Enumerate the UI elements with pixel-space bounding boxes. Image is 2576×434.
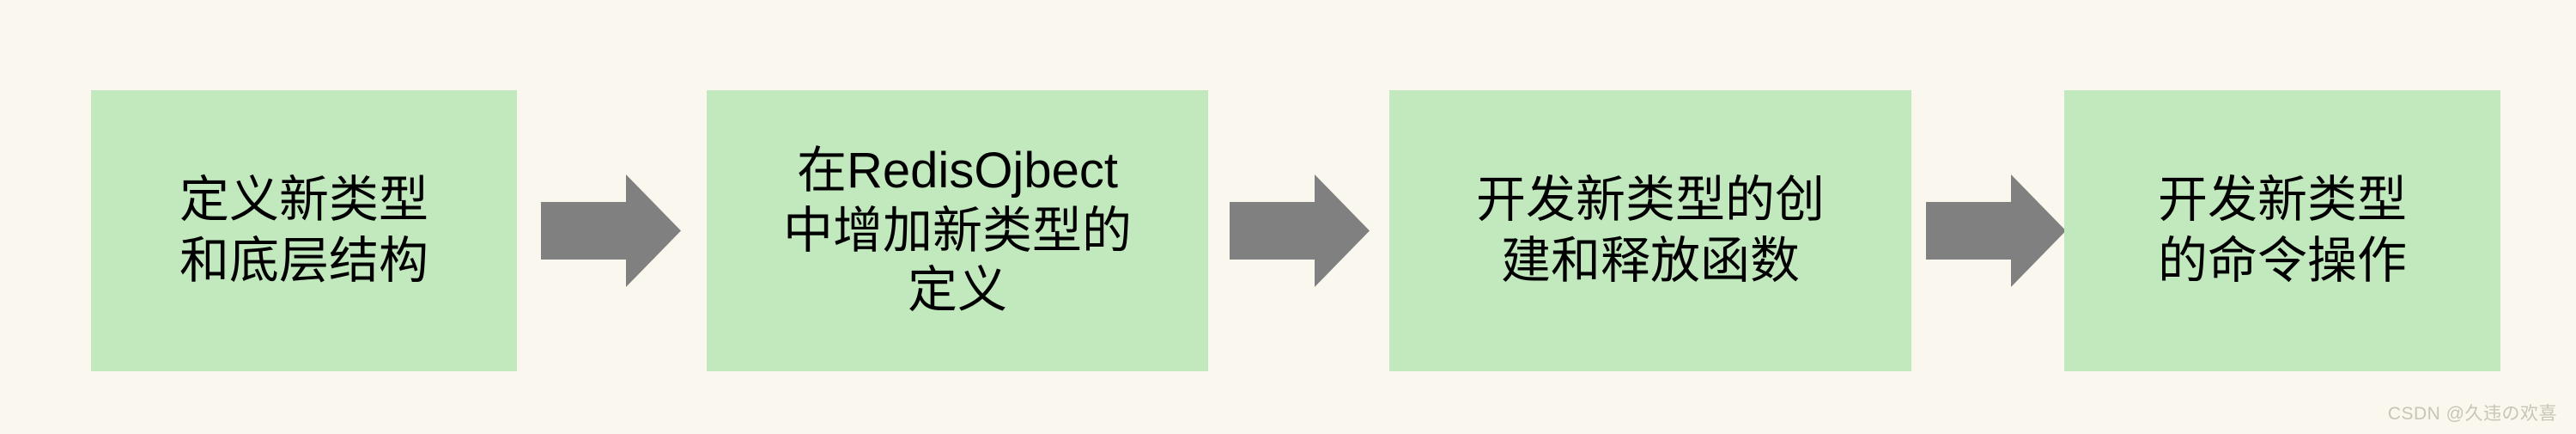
process-step-2[interactable]: 在RedisOjbect 中增加新类型的 定义	[707, 90, 1208, 371]
arrow-right-icon	[1230, 174, 1370, 287]
process-step-4-label: 开发新类型 的命令操作	[2157, 171, 2407, 289]
arrow-right-icon	[541, 174, 681, 287]
arrow-right-icon	[1926, 174, 2066, 287]
process-step-3[interactable]: 开发新类型的创 建和释放函数	[1389, 90, 1911, 371]
process-step-4[interactable]: 开发新类型 的命令操作	[2064, 90, 2500, 371]
process-step-1-label: 定义新类型 和底层结构	[179, 171, 428, 289]
process-step-2-label: 在RedisOjbect 中增加新类型的 定义	[782, 143, 1132, 319]
process-step-1[interactable]: 定义新类型 和底层结构	[91, 90, 517, 371]
process-step-3-label: 开发新类型的创 建和释放函数	[1475, 171, 1825, 289]
csdn-watermark: CSDN @久违の欢喜	[2387, 404, 2557, 424]
